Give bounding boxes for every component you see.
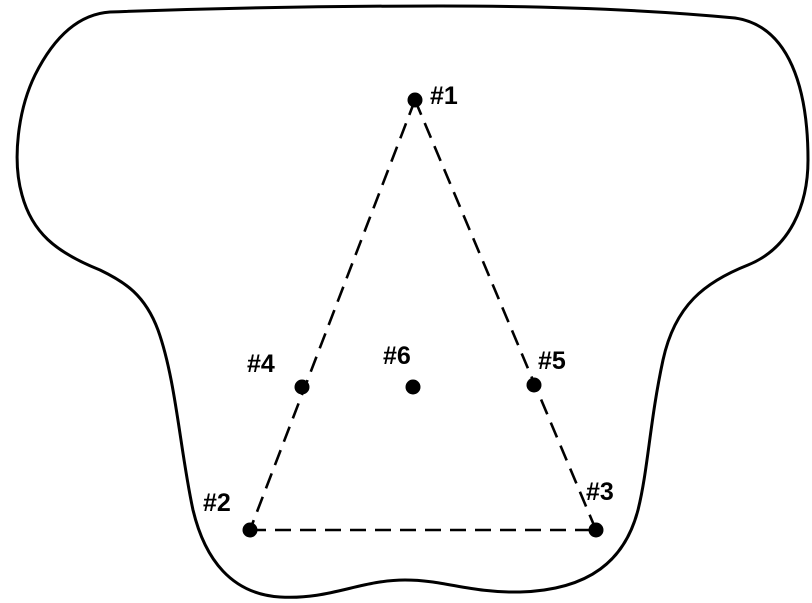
point-5-label: #5 — [538, 347, 566, 375]
edge-1-2 — [248, 99, 417, 531]
point-6 — [405, 379, 421, 395]
point-2 — [242, 522, 258, 538]
edge-1-3 — [413, 99, 598, 531]
point-4 — [294, 379, 310, 395]
point-3 — [588, 522, 604, 538]
point-5 — [526, 377, 542, 393]
point-4-label: #4 — [247, 350, 275, 378]
point-1-label: #1 — [430, 82, 458, 110]
point-2-label: #2 — [203, 489, 231, 517]
point-6-label: #6 — [383, 342, 411, 370]
point-1 — [407, 92, 423, 108]
point-3-label: #3 — [586, 478, 614, 506]
outer-outline — [15, 4, 810, 599]
